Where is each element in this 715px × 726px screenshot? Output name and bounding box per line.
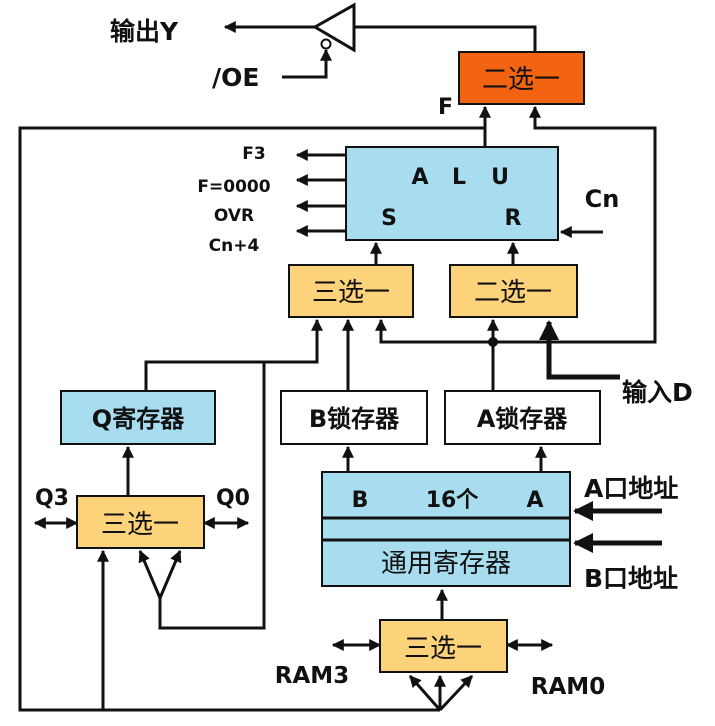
rf-a-output: A bbox=[526, 488, 543, 513]
f-label: F bbox=[438, 95, 453, 120]
b-port-label: B口地址 bbox=[584, 564, 678, 593]
ovr-label: OVR bbox=[214, 206, 254, 226]
rammux-input bbox=[438, 674, 474, 712]
alu-letter-u: U bbox=[491, 165, 509, 190]
q-feedback-wire bbox=[158, 362, 266, 630]
alu-r-input: R bbox=[505, 206, 522, 231]
register-file-title: 通用寄存器 bbox=[381, 549, 511, 579]
q-to-smux-wire bbox=[144, 318, 323, 391]
a-bypass-wire bbox=[493, 105, 657, 344]
q-mux-title: 三选一 bbox=[101, 510, 179, 540]
f-feedback-wire bbox=[18, 126, 485, 712]
output-mux-block bbox=[458, 51, 585, 105]
output-y-label: 输出Y bbox=[110, 17, 179, 46]
alu-letter-a: A bbox=[411, 165, 428, 190]
b-latch-block bbox=[280, 390, 428, 445]
oe-wire bbox=[282, 48, 332, 79]
ram-mux-block bbox=[379, 619, 508, 673]
ram0-label: RAM0 bbox=[531, 674, 605, 700]
alatch-to-smux-wire bbox=[375, 318, 495, 391]
r-mux-title: 二选一 bbox=[474, 278, 552, 308]
a-latch-block bbox=[444, 390, 601, 445]
rammux-input bbox=[408, 675, 442, 711]
qmux-input bbox=[138, 549, 162, 599]
rf-b-output: B bbox=[352, 488, 369, 513]
q-register-title: Q寄存器 bbox=[92, 405, 185, 433]
qmux-input bbox=[158, 549, 182, 599]
oe-label: /OE bbox=[212, 63, 259, 92]
a-port-label: A口地址 bbox=[584, 474, 678, 503]
q-mux-block bbox=[76, 495, 205, 549]
alu-letter-l: L bbox=[452, 165, 466, 190]
f-zero-label: F=0000 bbox=[197, 177, 270, 197]
alu-s-input: S bbox=[381, 206, 397, 231]
q-register-block bbox=[60, 390, 216, 445]
ram3-label: RAM3 bbox=[275, 663, 349, 689]
register-file-block bbox=[321, 471, 571, 587]
oe-bubble-icon bbox=[320, 38, 332, 50]
ram-mux-title: 三选一 bbox=[404, 634, 482, 664]
rf-count: 16个 bbox=[426, 488, 480, 513]
output-mux-title: 二选一 bbox=[482, 65, 560, 95]
alu-block bbox=[345, 146, 559, 241]
cn4-label: Cn+4 bbox=[209, 236, 260, 256]
b-latch-title: B锁存器 bbox=[309, 405, 400, 433]
buffer-input-wire bbox=[354, 25, 537, 52]
s-mux-block bbox=[288, 264, 414, 318]
cn-label: Cn bbox=[585, 185, 620, 213]
input-d-wire bbox=[539, 320, 620, 380]
q3-label: Q3 bbox=[35, 486, 69, 511]
q0-label: Q0 bbox=[216, 486, 250, 511]
input-d-label: 输入D bbox=[622, 378, 693, 407]
a-latch-title: A锁存器 bbox=[477, 405, 569, 433]
s-mux-title: 三选一 bbox=[312, 278, 390, 308]
f3-label: F3 bbox=[242, 144, 265, 164]
